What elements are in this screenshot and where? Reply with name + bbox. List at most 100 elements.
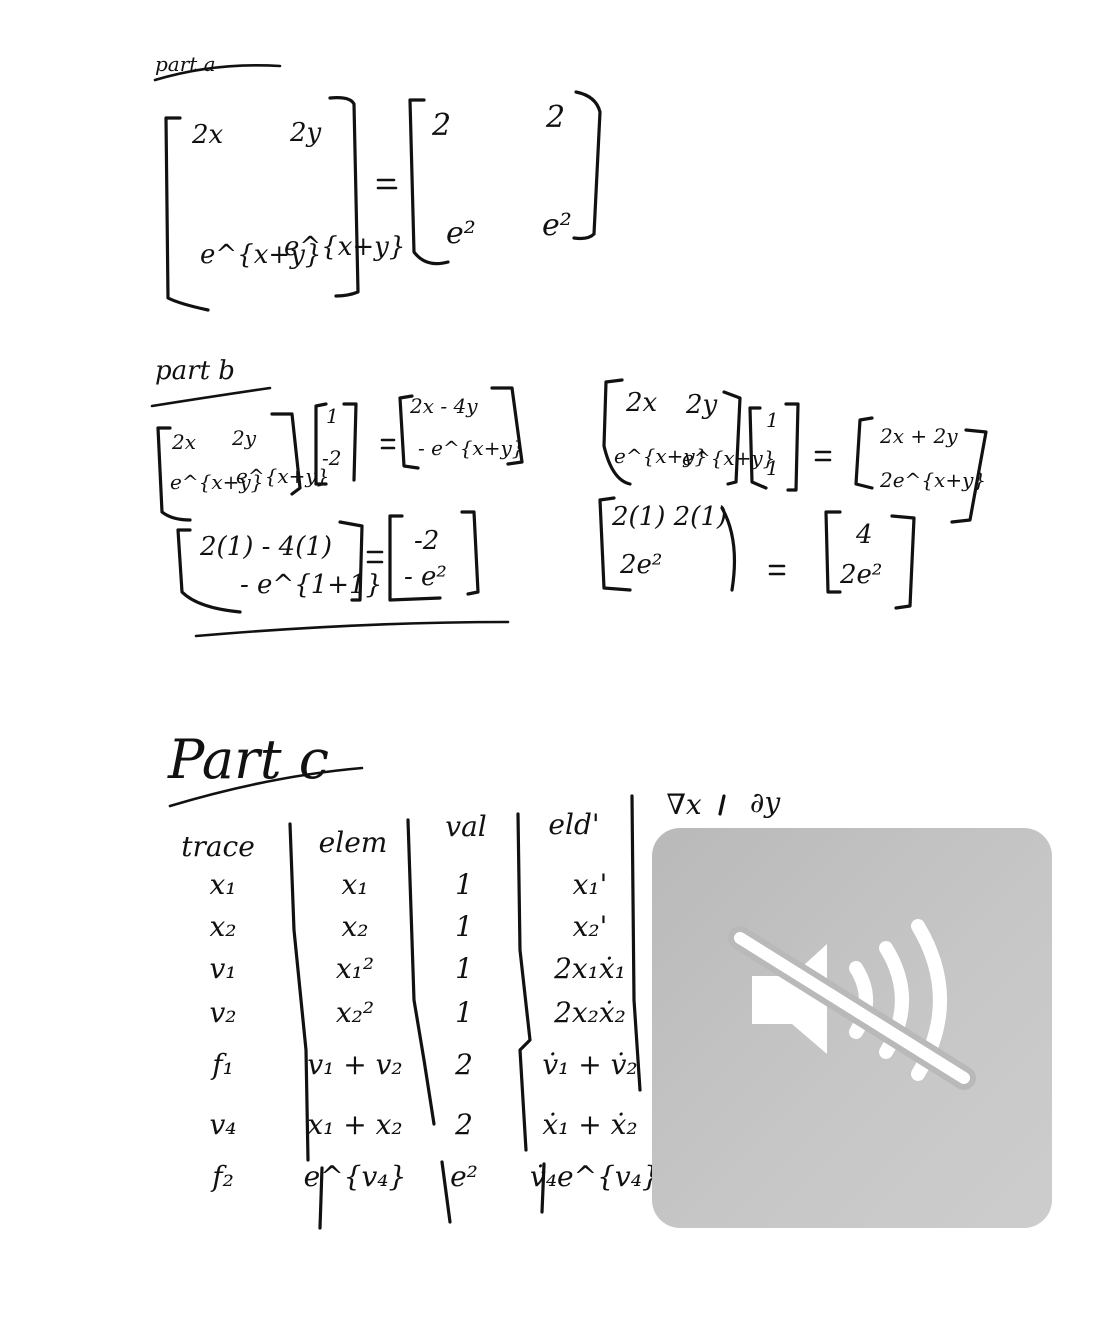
- bracket-b1-r-right: [490, 386, 524, 466]
- table-cell-elem: x₂: [341, 910, 369, 943]
- table-cell-deriv: 2x₂ẋ₂: [554, 996, 626, 1029]
- table-cell-val: 1: [455, 952, 473, 985]
- col-header-deriv: eld': [548, 808, 600, 841]
- b2-jac-r2c2: e^{x+y}: [682, 446, 776, 470]
- table-cell-elem: v₁ + v₂: [307, 1048, 403, 1081]
- table-cell-val: e²: [450, 1160, 478, 1193]
- table-cell-val: 2: [455, 1048, 473, 1081]
- bracket-b1-r-left: [398, 394, 420, 470]
- bracket-b2-v-right: [784, 402, 800, 492]
- b1e-lhs-1: 2(1) - 4(1): [200, 532, 333, 562]
- bracket-b1-v-right: [342, 402, 358, 482]
- table-cell-deriv: v̇₁ + v̇₂: [542, 1048, 638, 1081]
- table-cell-trace: f₁: [212, 1048, 234, 1081]
- part-a-rhs-r2c2: e²: [542, 208, 572, 243]
- b1-jac-r2c2: e^{x+y}: [236, 464, 330, 488]
- bracket-b2-v-left: [748, 406, 768, 490]
- col-sep-8: [718, 794, 726, 816]
- bracket-b2e-r-left: [824, 510, 842, 594]
- table-cell-elem: x₂²: [335, 996, 375, 1029]
- col-header-val: val: [445, 810, 487, 843]
- bracket-b1e-r-left: [388, 514, 442, 602]
- b1-res-1: 2x - 4y: [410, 394, 478, 418]
- table-cell-deriv: 2x₁ẋ₁: [554, 952, 626, 985]
- col-sep-5: [318, 1166, 324, 1230]
- bracket-b1e-r-right: [460, 510, 480, 596]
- table-cell-deriv: x₂': [572, 910, 608, 943]
- col-header-grad-y: ∂y: [749, 786, 781, 819]
- b1e-rhs-2: - e²: [404, 562, 447, 592]
- part-a-rhs-r1c1: 2: [432, 108, 452, 143]
- table-cell-val: 1: [455, 996, 473, 1029]
- b1-res-2: - e^{x+y}: [418, 436, 525, 460]
- bracket-b2e-right: [720, 506, 737, 592]
- part-c-underline: [168, 766, 364, 808]
- bracket-b2-r-left: [854, 416, 874, 490]
- b1-jac-r2c1: e^{x+y}: [170, 470, 264, 494]
- table-cell-trace: x₁: [209, 868, 237, 901]
- col-header-trace: trace: [181, 830, 255, 863]
- bracket-b1-j-left: [156, 426, 192, 522]
- table-cell-val: 1: [455, 868, 473, 901]
- bracket-a-lhs-left: [164, 116, 210, 312]
- part-a-lhs-r2c1: e^{x+y}: [200, 240, 322, 270]
- bracket-b1-v-left: [314, 402, 328, 486]
- b1-vec-2: -2: [322, 446, 342, 470]
- col-header-elem: elem: [318, 826, 388, 859]
- table-cell-trace: v₁: [209, 952, 237, 985]
- table-cell-val: 1: [455, 910, 473, 943]
- part-b-separator: [194, 620, 510, 638]
- col-sep-7: [540, 1162, 546, 1214]
- equals-a: [376, 178, 398, 190]
- equals-b2: [814, 450, 832, 462]
- col-sep-6: [440, 1160, 452, 1224]
- bracket-a-rhs-left: [408, 98, 450, 266]
- part-a-rhs-r1c2: 2: [546, 100, 566, 135]
- bracket-b1-j-right: [270, 412, 302, 496]
- b2e-rhs-1: 4: [856, 520, 873, 550]
- b1e-lhs-2: - e^{1+1}: [240, 570, 383, 600]
- part-b-heading: part b: [155, 356, 235, 386]
- col-sep-4: [630, 794, 642, 1092]
- b2-vec-2: 1: [766, 456, 779, 480]
- bracket-b2-j-right: [722, 390, 742, 486]
- col-sep-1: [288, 822, 310, 1162]
- table-cell-trace: v₂: [209, 996, 237, 1029]
- b2-res-1: 2x + 2y: [880, 424, 958, 448]
- table-cell-trace: v₄: [209, 1108, 237, 1141]
- bracket-a-lhs-right: [328, 96, 360, 298]
- table-cell-deriv: v̇₄e^{v₄}: [530, 1160, 660, 1193]
- table-cell-trace: x₂: [209, 910, 237, 943]
- b2-vec-1: 1: [766, 408, 779, 432]
- b1-jac-r1c1: 2x: [172, 430, 197, 454]
- part-a-rhs-r2c1: e²: [446, 216, 476, 251]
- table-cell-trace: f₂: [212, 1160, 234, 1193]
- bracket-b2-r-right: [950, 428, 988, 524]
- b2-jac-r2c1: e^{x+y}: [614, 444, 708, 468]
- b2e-lhs-2: 2e²: [620, 550, 663, 580]
- b2e-lhs-1: 2(1) 2(1): [612, 502, 728, 532]
- b1-vec-1: 1: [326, 404, 339, 428]
- mute-overlay[interactable]: [652, 828, 1052, 1228]
- part-c-heading: Part c: [168, 728, 330, 791]
- part-a-lhs-r2c2: e^{x+y}: [284, 232, 406, 262]
- bracket-a-rhs-right: [572, 90, 602, 241]
- b2e-rhs-2: 2e²: [840, 560, 883, 590]
- bracket-b1e-left: [176, 528, 242, 614]
- col-sep-2: [406, 818, 436, 1126]
- table-cell-deriv: x₁': [572, 868, 608, 901]
- table-cell-val: 2: [455, 1108, 473, 1141]
- b1e-rhs-1: -2: [414, 526, 440, 556]
- bracket-b1e-right: [338, 520, 364, 602]
- b2-jac-r1c1: 2x: [626, 388, 658, 418]
- part-a-heading: part a: [155, 52, 216, 76]
- bracket-b2-j-left: [602, 378, 632, 486]
- part-a-lhs-r1c1: 2x: [192, 120, 224, 150]
- table-cell-deriv: ẋ₁ + ẋ₂: [542, 1108, 638, 1141]
- table-cell-elem: x₁: [341, 868, 369, 901]
- part-a-lhs-r1c2: 2y: [290, 118, 322, 148]
- col-header-grad-x: ∇x: [666, 788, 702, 821]
- col-sep-3: [516, 812, 532, 1152]
- equals-b2e: [768, 564, 786, 576]
